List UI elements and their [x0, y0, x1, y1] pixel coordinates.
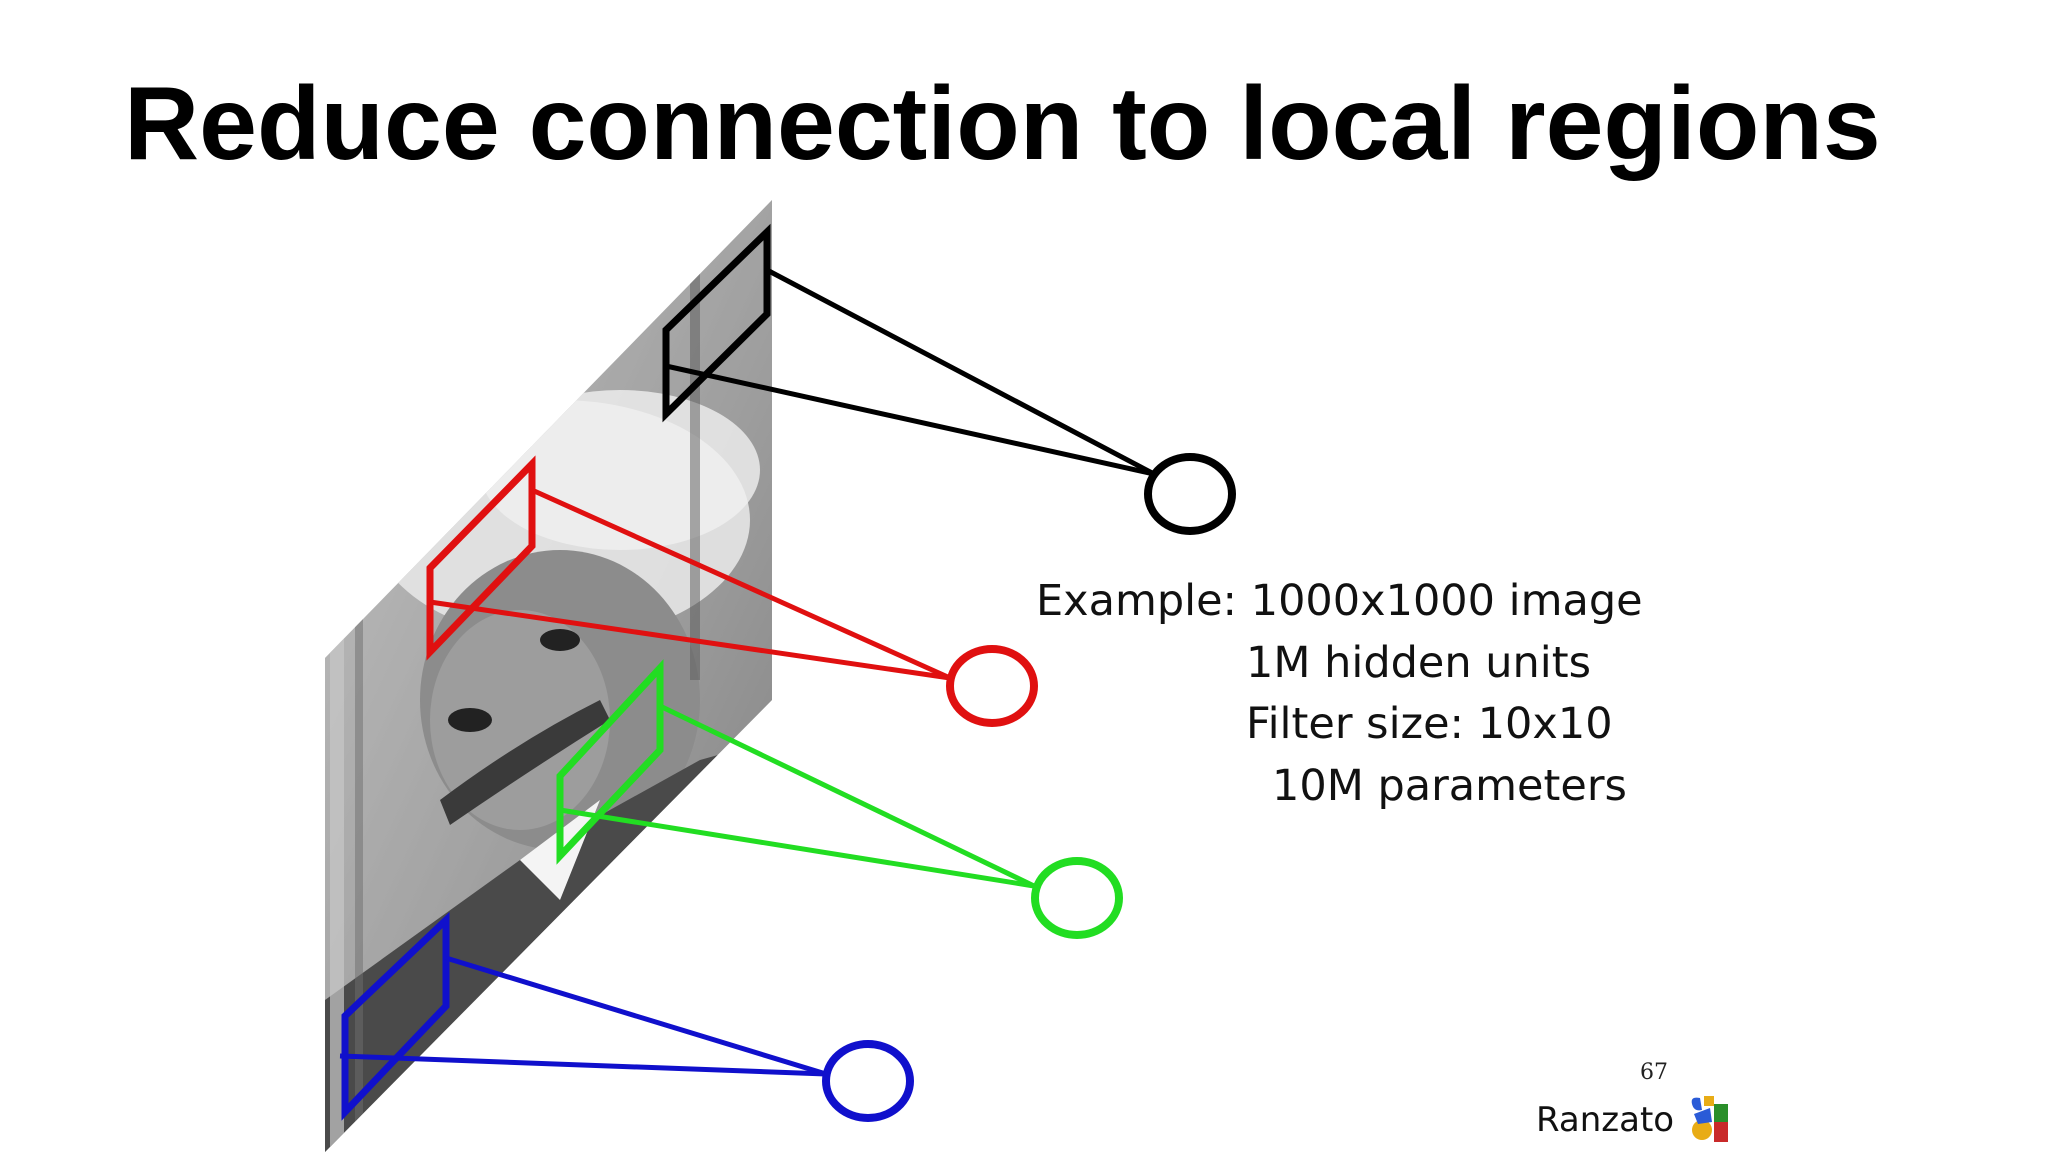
black-filter-window	[662, 223, 771, 423]
example-line-filter-size: Filter size: 10x10	[1246, 699, 1613, 749]
blue-hidden-unit	[822, 1040, 914, 1122]
red-filter-window	[426, 455, 536, 661]
black-hidden-unit	[1144, 453, 1236, 535]
slide-title: Reduce connection to local regions	[124, 66, 1881, 182]
green-receptive-field	[556, 659, 1123, 939]
green-connection-top	[658, 703, 1036, 889]
red-hidden-unit	[946, 645, 1038, 727]
author-name: Ranzato	[1536, 1100, 1675, 1140]
portrait-photo-icon	[325, 200, 772, 1152]
slide-number: 67	[1640, 1060, 1668, 1085]
red-connection-bottom	[429, 599, 951, 681]
google-logo-icon	[1691, 1096, 1728, 1142]
red-connection-top	[530, 487, 952, 681]
blue-connection-top	[445, 955, 827, 1077]
green-filter-window	[556, 659, 664, 865]
red-receptive-field	[426, 455, 1038, 727]
example-line-image-size: Example: 1000x1000 image	[1036, 576, 1643, 626]
example-line-parameters: 10M parameters	[1272, 761, 1627, 811]
input-image-plane	[325, 200, 772, 1152]
green-hidden-unit	[1031, 857, 1123, 939]
blue-receptive-field	[339, 911, 914, 1122]
green-connection-bottom	[559, 807, 1035, 889]
black-connection-top	[765, 267, 1156, 477]
blue-connection-bottom	[339, 1053, 827, 1077]
black-connection-bottom	[665, 363, 1155, 477]
black-receptive-field	[662, 223, 1236, 535]
example-line-hidden-units: 1M hidden units	[1246, 638, 1592, 688]
blue-filter-window	[341, 911, 450, 1121]
